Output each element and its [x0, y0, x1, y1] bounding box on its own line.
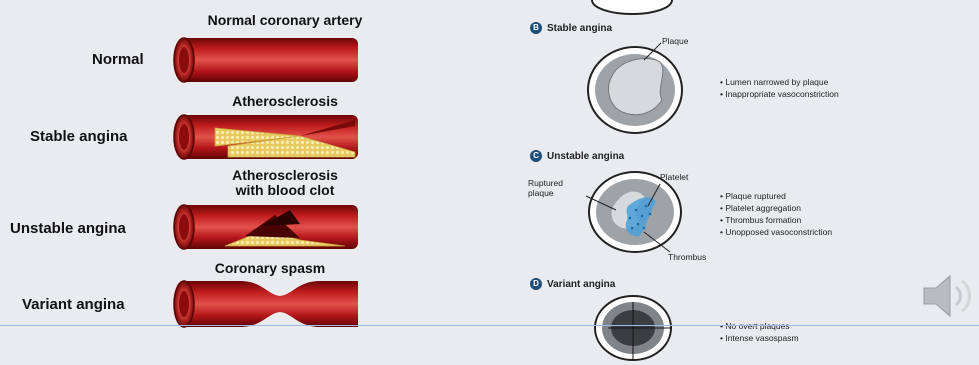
heading-atherosclerosis-with-clot: Atherosclerosis with blood clot	[180, 168, 390, 198]
section-badge-d: D	[530, 278, 542, 290]
callout-platelet: Platelet	[660, 172, 688, 182]
bullet-item: Unopposed vasoconstriction	[720, 226, 832, 238]
heading-normal-coronary-artery: Normal coronary artery	[180, 12, 390, 28]
artery-unstable-clot	[174, 205, 358, 249]
heading-atherosclerosis: Atherosclerosis	[180, 93, 390, 109]
section-label: Variant angina	[547, 279, 615, 290]
row-label-normal: Normal	[92, 51, 144, 68]
bullet-item: Intense vasospasm	[720, 332, 799, 344]
section-title-stable-angina: B Stable angina	[530, 22, 612, 34]
artery-variant-spasm	[174, 281, 358, 327]
speaker-icon[interactable]	[922, 273, 978, 324]
callout-ruptured-line1: Ruptured	[528, 178, 563, 188]
section-title-unstable-angina: C Unstable angina	[530, 150, 624, 162]
bullets-variant-angina: No overt plaques Intense vasospasm	[720, 320, 799, 344]
row-label-unstable-angina: Unstable angina	[10, 220, 126, 237]
heading-coronary-spasm: Coronary spasm	[170, 260, 370, 276]
callout-ruptured-line2: plaque	[528, 188, 563, 198]
row-label-variant-angina: Variant angina	[22, 296, 125, 313]
bullet-item: Thrombus formation	[720, 214, 832, 226]
section-badge-b: B	[530, 22, 542, 34]
partial-artery-circle-top	[592, 0, 672, 14]
bullets-stable-angina: Lumen narrowed by plaque Inappropriate v…	[720, 76, 839, 100]
section-label: Unstable angina	[547, 151, 624, 162]
section-title-variant-angina: D Variant angina	[530, 278, 615, 290]
divider-line	[0, 325, 979, 326]
cross-section-variant	[595, 296, 672, 360]
section-label: Stable angina	[547, 23, 612, 34]
artery-normal	[174, 38, 358, 82]
bullet-item: No overt plaques	[720, 320, 799, 332]
callout-thrombus: Thrombus	[668, 252, 706, 262]
heading-clot-line2: with blood clot	[180, 183, 390, 198]
cross-section-stable	[588, 43, 682, 133]
artery-stable-plaque	[174, 115, 358, 159]
bullet-item: Lumen narrowed by plaque	[720, 76, 839, 88]
row-label-stable-angina: Stable angina	[30, 128, 128, 145]
bullet-item: Inappropriate vasoconstriction	[720, 88, 839, 100]
section-badge-c: C	[530, 150, 542, 162]
bullet-item: Plaque ruptured	[720, 190, 832, 202]
callout-ruptured-plaque: Ruptured plaque	[528, 178, 563, 198]
callout-plaque: Plaque	[662, 36, 688, 46]
cross-section-unstable	[586, 172, 681, 252]
bullet-item: Platelet aggregation	[720, 202, 832, 214]
heading-clot-line1: Atherosclerosis	[180, 168, 390, 183]
bullets-unstable-angina: Plaque ruptured Platelet aggregation Thr…	[720, 190, 832, 238]
